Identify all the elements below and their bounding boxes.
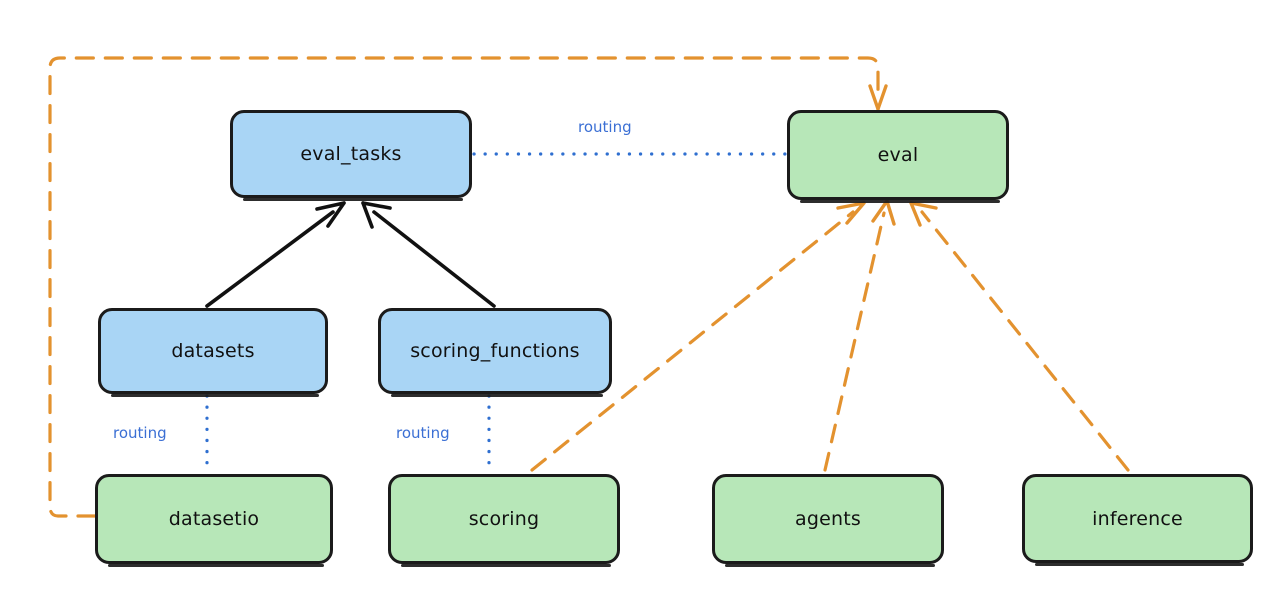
node-agents-label: agents [795,508,861,530]
node-datasets-label: datasets [171,340,255,362]
node-datasetio[interactable]: datasetio [95,474,333,567]
node-scoring-functions[interactable]: scoring_functions [378,308,612,397]
node-scoring-label: scoring [468,508,540,530]
node-datasets[interactable]: datasets [98,308,328,397]
edge-datasetio-to-eval [48,56,888,518]
node-scoring-functions-label: scoring_functions [410,340,580,362]
node-datasetio-label: datasetio [168,508,260,530]
node-scoring[interactable]: scoring [388,474,620,567]
edge-inference-to-eval [909,201,1130,472]
node-inference-label: inference [1092,507,1183,530]
edge-scoring-functions-to-eval-tasks [361,201,496,308]
node-eval[interactable]: eval [787,110,1009,203]
edge-label-routing-scoring-functions: routing [396,424,450,442]
node-eval-label: eval [877,144,919,166]
edge-agents-to-eval [823,199,896,472]
node-eval-tasks[interactable]: eval_tasks [230,110,472,201]
edge-datasets-to-eval-tasks [205,201,346,308]
edge-scoring-to-eval [530,201,866,472]
node-agents[interactable]: agents [712,474,944,567]
node-inference[interactable]: inference [1022,474,1253,566]
edge-label-routing-eval-tasks: routing [578,118,632,136]
node-eval-tasks-label: eval_tasks [300,143,402,165]
edge-label-routing-datasets: routing [113,424,167,442]
